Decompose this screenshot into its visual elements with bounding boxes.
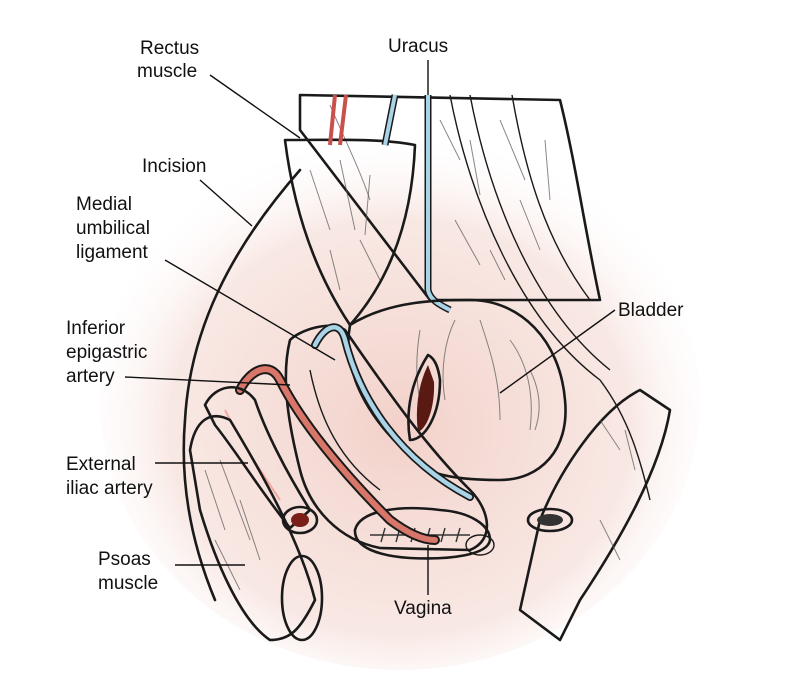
svg-text:muscle: muscle (137, 61, 197, 82)
svg-text:Rectus: Rectus (140, 38, 199, 59)
svg-text:umbilical: umbilical (76, 218, 150, 239)
umbilical-ligament-tube (311, 323, 474, 501)
leader-incision (199, 179, 253, 227)
psoas-muscle (188, 414, 324, 642)
svg-text:iliac artery: iliac artery (66, 478, 153, 499)
label-vagina: Vagina (394, 598, 452, 619)
medial-umbilical-ligament (381, 94, 399, 146)
label-rectus-muscle: Rectus muscle (137, 38, 199, 82)
inferior-epigastric-artery (235, 364, 440, 545)
svg-text:artery: artery (66, 366, 115, 387)
label-incision: Incision (142, 156, 206, 177)
svg-text:muscle: muscle (98, 573, 158, 594)
label-external-iliac-artery: External iliac artery (66, 454, 153, 499)
right-iliac-vessel (518, 388, 672, 642)
svg-text:Inferior: Inferior (66, 318, 126, 339)
rectus-muscle-flap (283, 94, 417, 327)
label-medial-umbilical-ligament: Medial umbilical ligament (76, 194, 150, 263)
right-pelvic-wall (449, 94, 651, 501)
leader-medial-umbilical-ligament (164, 259, 336, 361)
incision-outline (182, 168, 302, 602)
tissue-halo (100, 130, 700, 670)
label-uracus: Uracus (388, 36, 448, 57)
label-psoas-muscle: Psoas muscle (98, 549, 158, 594)
leader-bladder (499, 309, 616, 394)
svg-text:Medial: Medial (76, 194, 132, 215)
svg-text:Psoas: Psoas (98, 549, 151, 570)
label-inferior-epigastric-artery: Inferior epigastric artery (66, 318, 147, 387)
svg-text:epigastric: epigastric (66, 342, 147, 363)
svg-text:ligament: ligament (76, 242, 149, 263)
svg-text:External: External (66, 454, 136, 475)
leader-rectus-muscle (209, 74, 301, 139)
abdominal-wall (298, 93, 602, 302)
label-bladder: Bladder (618, 300, 684, 321)
leader-inferior-epigastric-artery (124, 376, 291, 386)
